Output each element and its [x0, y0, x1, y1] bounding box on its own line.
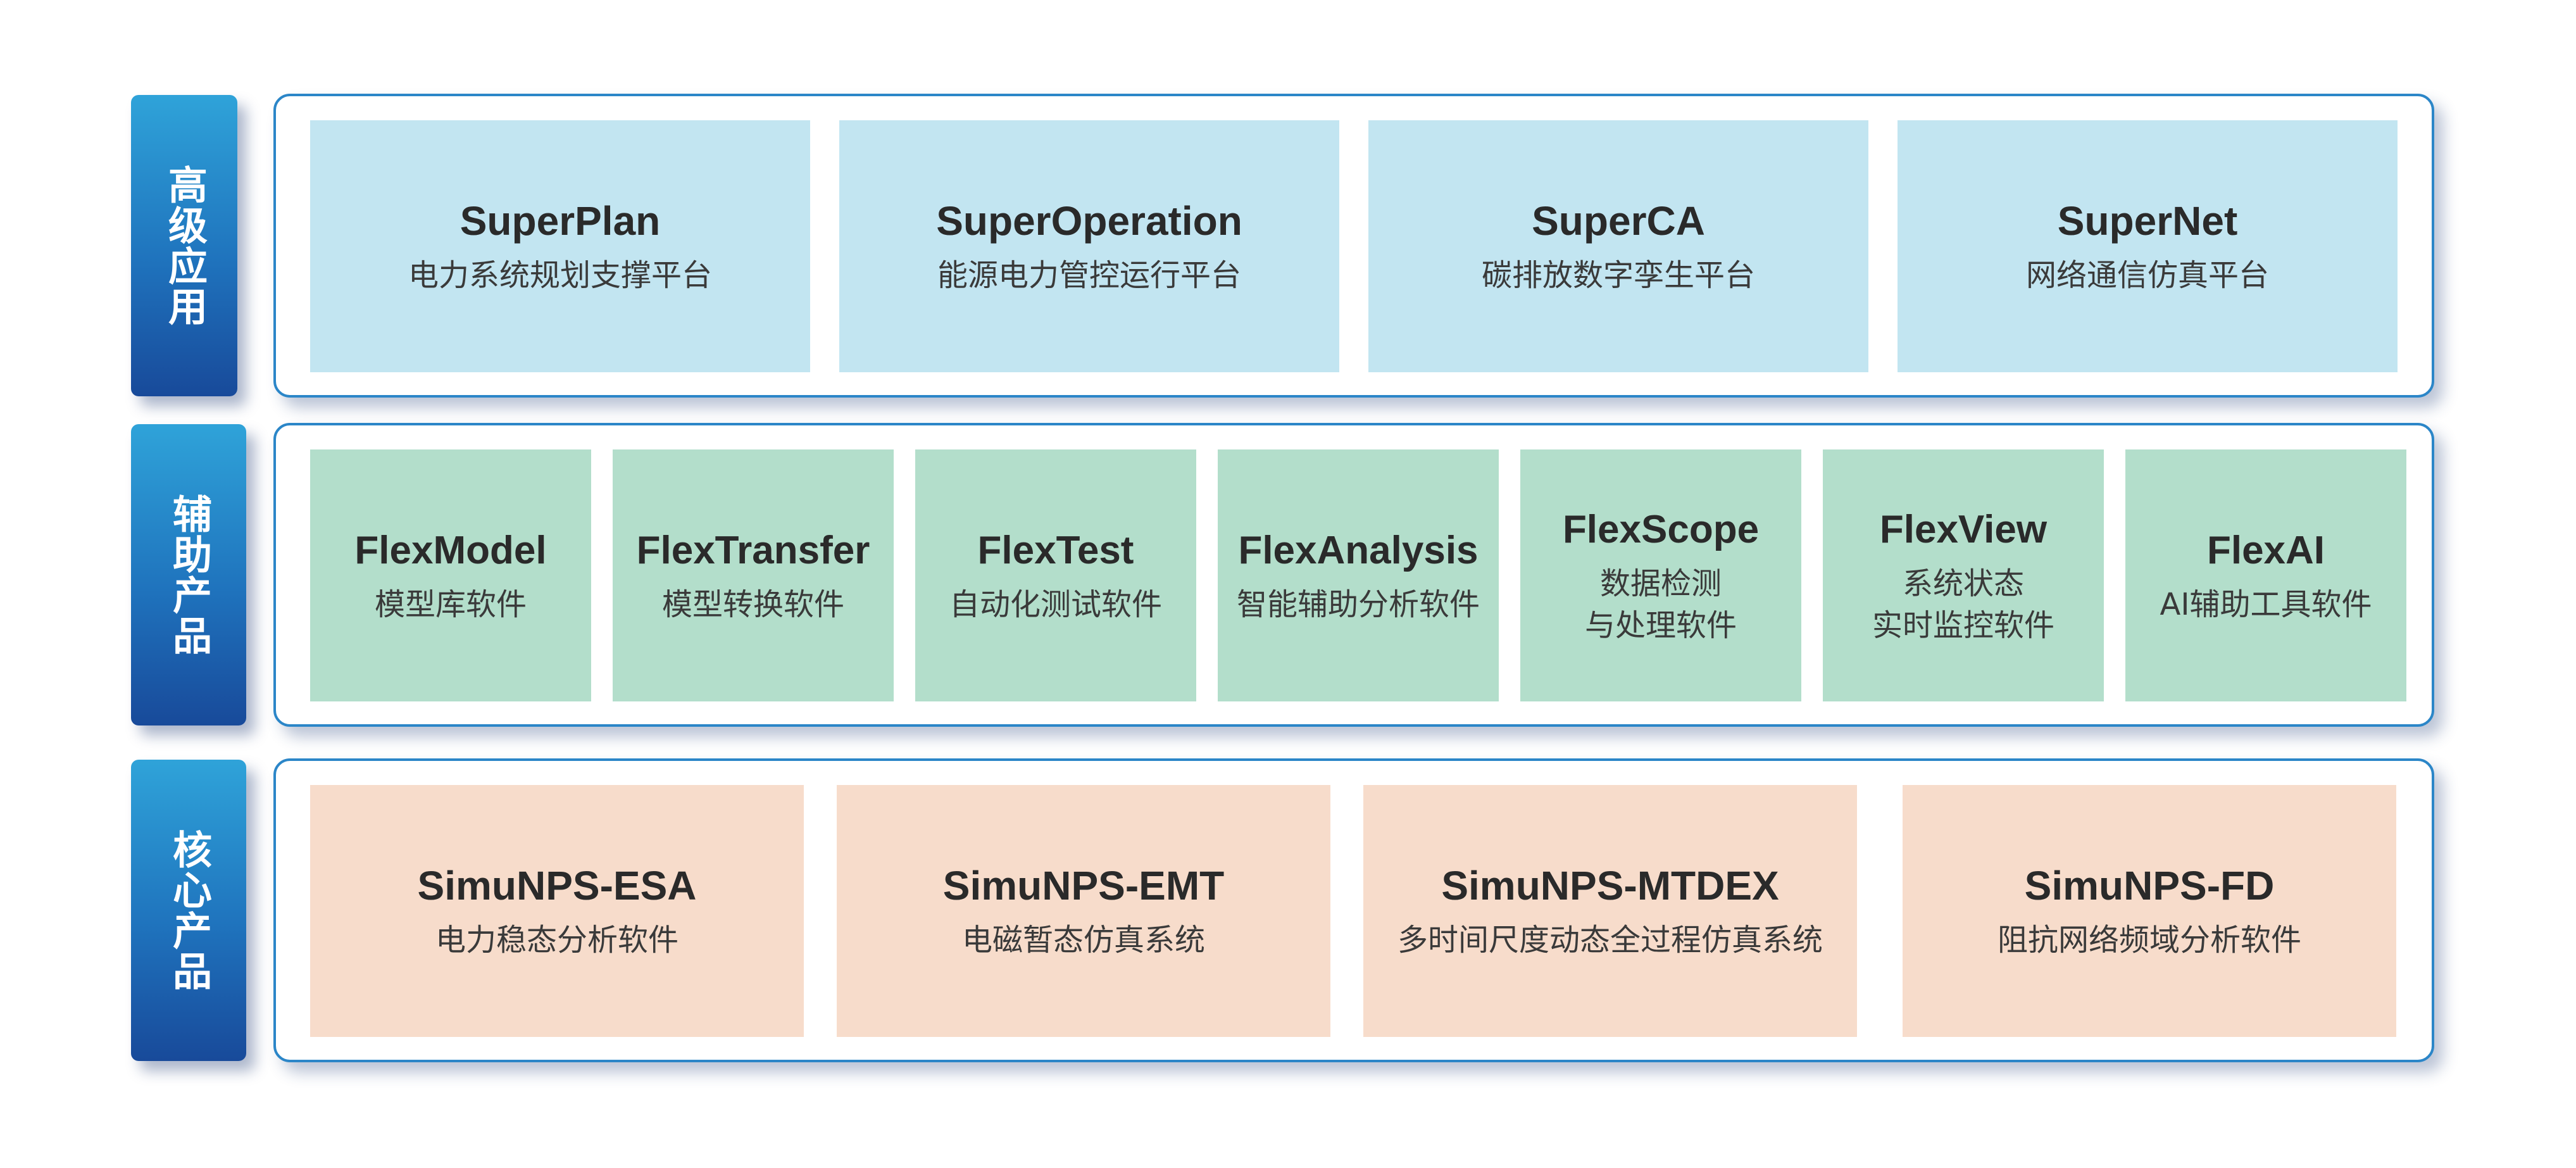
layer-panel-auxiliary-products: FlexModel 模型库软件 FlexTransfer 模型转换软件 Flex… — [273, 423, 2434, 727]
product-card-flexai[interactable]: FlexAI AI辅助工具软件 — [2125, 449, 2406, 701]
product-name: SuperCA — [1532, 198, 1705, 244]
product-description: 网络通信仿真平台 — [2025, 258, 2269, 293]
layer-label-core-products: 核心产品 — [131, 760, 246, 1061]
product-card-superca[interactable]: SuperCA 碳排放数字孪生平台 — [1368, 120, 1868, 372]
product-name: SimuNPS-EMT — [942, 863, 1225, 908]
product-description: 多时间尺度动态全过程仿真系统 — [1397, 922, 1823, 958]
product-card-superplan[interactable]: SuperPlan 电力系统规划支撑平台 — [310, 120, 810, 372]
product-name: FlexTest — [977, 529, 1134, 572]
product-description: 阻抗网络频域分析软件 — [1997, 922, 2301, 958]
product-name: SimuNPS-FD — [2024, 863, 2275, 908]
layer-label-auxiliary-products: 辅助产品 — [131, 424, 246, 725]
product-card-flextransfer[interactable]: FlexTransfer 模型转换软件 — [613, 449, 894, 701]
product-description: 模型转换软件 — [661, 587, 844, 622]
product-description: 电力稳态分析软件 — [435, 922, 678, 958]
layer-label-text: 高级应用 — [161, 165, 208, 327]
product-name: SuperPlan — [460, 198, 661, 244]
product-card-simunps-emt[interactable]: SimuNPS-EMT 电磁暂态仿真系统 — [837, 785, 1330, 1037]
product-card-supernet[interactable]: SuperNet 网络通信仿真平台 — [1898, 120, 2398, 372]
product-card-flextest[interactable]: FlexTest 自动化测试软件 — [915, 449, 1196, 701]
product-description: 电磁暂态仿真系统 — [961, 922, 1205, 958]
product-name: FlexAnalysis — [1238, 529, 1479, 572]
product-name: FlexModel — [354, 529, 547, 572]
product-description: 碳排放数字孪生平台 — [1481, 258, 1755, 293]
product-description: AI辅助工具软件 — [2160, 587, 2372, 622]
product-name: FlexAI — [2206, 529, 2325, 572]
product-card-simunps-mtdex[interactable]: SimuNPS-MTDEX 多时间尺度动态全过程仿真系统 — [1363, 785, 1857, 1037]
product-card-flexview[interactable]: FlexView 系统状态 实时监控软件 — [1823, 449, 2104, 701]
layer-panel-advanced-apps: SuperPlan 电力系统规划支撑平台 SuperOperation 能源电力… — [273, 94, 2434, 398]
product-name: FlexView — [1879, 508, 2048, 551]
product-description: 模型库软件 — [374, 587, 527, 622]
layer-label-advanced-apps: 高级应用 — [131, 95, 237, 396]
layer-panel-core-products: SimuNPS-ESA 电力稳态分析软件 SimuNPS-EMT 电磁暂态仿真系… — [273, 758, 2434, 1062]
product-description: 电力系统规划支撑平台 — [408, 258, 712, 293]
product-name: SuperOperation — [936, 198, 1242, 244]
product-description: 能源电力管控运行平台 — [937, 258, 1241, 293]
product-card-simunps-fd[interactable]: SimuNPS-FD 阻抗网络频域分析软件 — [1903, 785, 2396, 1037]
product-card-simunps-esa[interactable]: SimuNPS-ESA 电力稳态分析软件 — [310, 785, 804, 1037]
product-name: FlexTransfer — [636, 529, 870, 572]
product-description: 智能辅助分析软件 — [1236, 587, 1480, 622]
product-name: SimuNPS-MTDEX — [1441, 863, 1779, 908]
layer-label-text: 核心产品 — [166, 829, 212, 991]
product-card-flexscope[interactable]: FlexScope 数据检测 与处理软件 — [1520, 449, 1801, 701]
layer-label-text: 辅助产品 — [166, 494, 212, 656]
product-name: FlexScope — [1562, 508, 1760, 551]
product-description: 系统状态 实时监控软件 — [1872, 566, 2054, 643]
product-card-flexmodel[interactable]: FlexModel 模型库软件 — [310, 449, 591, 701]
product-name: SimuNPS-ESA — [417, 863, 697, 908]
product-name: SuperNet — [2057, 198, 2238, 244]
product-card-flexanalysis[interactable]: FlexAnalysis 智能辅助分析软件 — [1218, 449, 1499, 701]
product-description: 自动化测试软件 — [949, 587, 1162, 622]
product-card-superoperation[interactable]: SuperOperation 能源电力管控运行平台 — [839, 120, 1339, 372]
product-description: 数据检测 与处理软件 — [1584, 566, 1737, 643]
